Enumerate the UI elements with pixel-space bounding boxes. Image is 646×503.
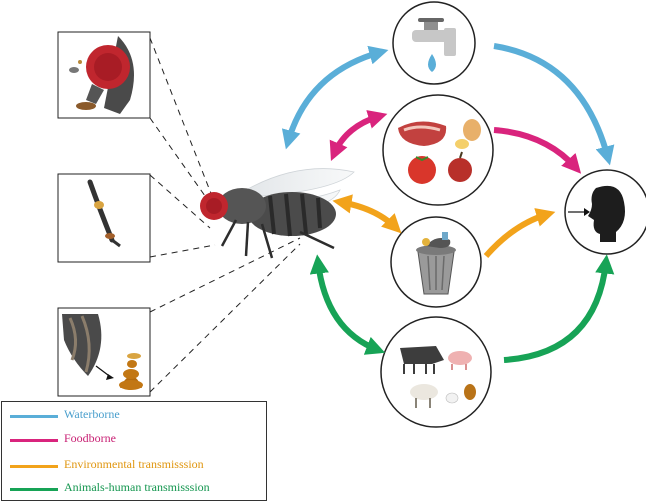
livestock-icon — [400, 346, 476, 408]
detail-connector-lines — [149, 37, 301, 393]
foodborne-swatch — [10, 439, 58, 442]
housefly-icon — [200, 168, 355, 259]
waterborne-swatch — [10, 415, 58, 418]
foodborne-arrows — [329, 110, 582, 174]
legend-item-animals-human: Animals-human transmisssion — [8, 479, 264, 499]
waterborne-arrows — [281, 43, 615, 166]
legend-label-animals-human: Animals-human transmisssion — [64, 480, 210, 494]
animals-circle — [380, 316, 492, 428]
fly-head-proboscis-icon — [57, 31, 151, 119]
legend-label-environmental: Environmental transmisssion — [64, 457, 204, 471]
legend-item-environmental: Environmental transmisssion — [8, 456, 264, 476]
fly-abdomen-excreta-icon — [57, 307, 151, 397]
legend-item-waterborne: Waterborne — [8, 406, 264, 426]
garbage-bin-icon — [416, 232, 456, 295]
environmental-swatch — [10, 465, 58, 468]
food-circle — [382, 94, 494, 206]
legend-label-waterborne: Waterborne — [64, 407, 120, 421]
animals-human-swatch — [10, 488, 58, 491]
legend-item-foodborne: Foodborne — [8, 430, 264, 450]
fly-leg-hairs-icon — [57, 173, 151, 263]
human-circle — [564, 169, 646, 255]
human-head-icon — [588, 185, 625, 242]
food-meat-egg-tomato-apple-icon — [398, 119, 481, 184]
legend-label-foodborne: Foodborne — [64, 431, 116, 445]
legend: Waterborne Foodborne Environmental trans… — [1, 401, 267, 501]
environmental-arrows — [332, 194, 556, 258]
water-tap-icon — [428, 54, 436, 72]
waste-circle — [390, 216, 482, 308]
water-circle — [392, 1, 476, 85]
animals-human-arrows — [309, 254, 615, 363]
